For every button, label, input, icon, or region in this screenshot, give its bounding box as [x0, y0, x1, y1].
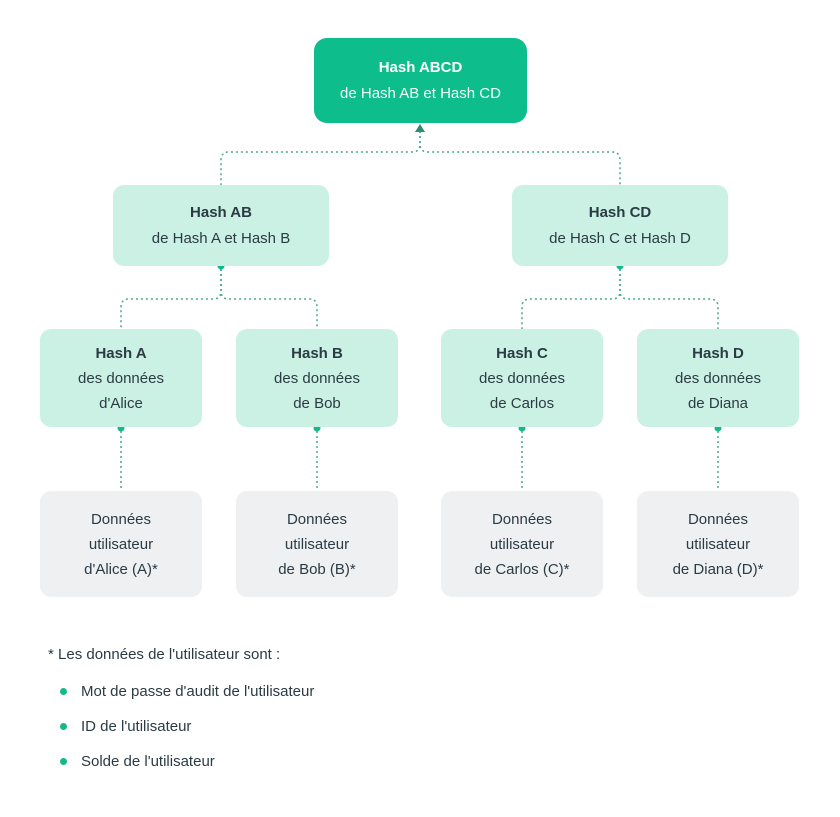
node-line: des données — [274, 369, 360, 387]
node-line: de Diana — [687, 394, 749, 412]
node-hash-c: Hash C des données de Carlos — [441, 329, 603, 427]
connector-root-left — [220, 126, 421, 185]
node-hash-a: Hash A des données d'Alice — [40, 329, 202, 427]
bullet-icon — [60, 758, 67, 765]
connector-cd-right — [619, 269, 719, 329]
node-subtitle: de Hash AB et Hash CD — [340, 84, 501, 102]
node-hash-cd: Hash CD de Hash C et Hash D — [512, 185, 728, 266]
node-subtitle: de Hash C et Hash D — [549, 229, 691, 247]
node-line: de Carlos — [489, 394, 555, 412]
footnote: * Les données de l'utilisateur sont : Mo… — [48, 646, 314, 788]
connector-cd-left — [521, 269, 621, 329]
node-data-carlos: Données utilisateur de Carlos (C)* — [441, 491, 603, 597]
connector-ab-left — [120, 269, 222, 329]
node-line: de Bob — [293, 394, 341, 412]
bullet-icon — [60, 723, 67, 730]
node-line: utilisateur — [489, 535, 555, 553]
arrow-up-icon — [415, 124, 425, 132]
node-data-bob: Données utilisateur de Bob (B)* — [236, 491, 398, 597]
footnote-item: Mot de passe d'audit de l'utilisateur — [60, 683, 314, 700]
node-line: utilisateur — [88, 535, 154, 553]
node-hash-ab: Hash AB de Hash A et Hash B — [113, 185, 329, 266]
node-line: Données — [491, 510, 553, 528]
footnote-item-label: ID de l'utilisateur — [81, 718, 192, 735]
node-line: de Bob (B)* — [278, 560, 356, 578]
node-line: utilisateur — [685, 535, 751, 553]
node-title: Hash ABCD — [378, 58, 463, 76]
node-title: Hash B — [291, 344, 343, 362]
node-data-alice: Données utilisateur d'Alice (A)* — [40, 491, 202, 597]
node-line: d'Alice — [99, 394, 143, 412]
node-title: Hash D — [692, 344, 744, 362]
node-data-diana: Données utilisateur de Diana (D)* — [637, 491, 799, 597]
footnote-item: ID de l'utilisateur — [60, 718, 314, 735]
bullet-icon — [60, 688, 67, 695]
node-title: Hash C — [496, 344, 548, 362]
node-line: des données — [479, 369, 565, 387]
node-subtitle: de Hash A et Hash B — [151, 229, 291, 247]
node-line: de Carlos (C)* — [474, 560, 570, 578]
footnote-item-label: Mot de passe d'audit de l'utilisateur — [81, 683, 315, 700]
connector-ab-right — [220, 269, 318, 329]
node-line: des données — [78, 369, 164, 387]
connector-root-right — [419, 126, 621, 185]
node-title: Hash CD — [588, 203, 652, 221]
node-hash-d: Hash D des données de Diana — [637, 329, 799, 427]
node-hash-b: Hash B des données de Bob — [236, 329, 398, 427]
footnote-item-label: Solde de l'utilisateur — [81, 753, 215, 770]
node-line: d'Alice (A)* — [84, 560, 158, 578]
node-hash-abcd: Hash ABCD de Hash AB et Hash CD — [314, 38, 527, 123]
node-line: utilisateur — [284, 535, 350, 553]
node-line: des données — [675, 369, 761, 387]
node-line: Données — [286, 510, 348, 528]
node-title: Hash A — [95, 344, 147, 362]
footnote-intro: * Les données de l'utilisateur sont : — [48, 646, 281, 663]
footnote-item: Solde de l'utilisateur — [60, 753, 314, 770]
node-line: de Diana (D)* — [672, 560, 764, 578]
node-title: Hash AB — [190, 203, 252, 221]
node-line: Données — [90, 510, 152, 528]
node-line: Données — [687, 510, 749, 528]
